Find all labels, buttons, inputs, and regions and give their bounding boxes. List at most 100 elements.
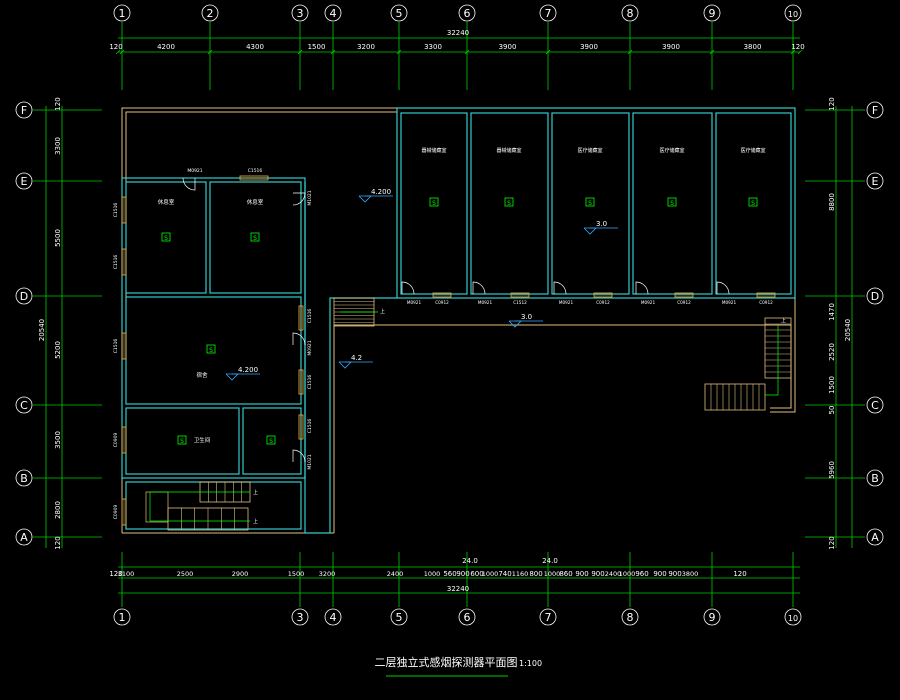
dim-top-total: 32240 [447, 29, 469, 37]
left-room-rest-1 [125, 181, 207, 294]
door-label-upper: C0912 [677, 300, 691, 305]
left-room-dorm [125, 296, 302, 405]
axis-bubble-top-6 [458, 4, 476, 22]
dim-bottom-upper: 24.0 [542, 557, 558, 565]
dim-bottom-segment: 3800 [682, 570, 699, 578]
dim-bottom-segment: 600 [470, 570, 483, 578]
dim-right-segment: 1500 [828, 376, 836, 394]
dim-right-segment: 2520 [828, 343, 836, 361]
dim-right-segment: 50 [828, 406, 836, 415]
dim-right-segment: 1470 [828, 303, 836, 321]
level-value: 4.2 [351, 354, 362, 362]
dim-top-segment: 4300 [246, 43, 264, 51]
room-label-left-4: 卫生间 [194, 436, 211, 444]
level-mark-icon [358, 195, 372, 203]
axis-label-bottom-5: 5 [396, 611, 403, 624]
dim-bottom-segment: 2900 [232, 570, 249, 578]
smoke-detector-mark: S [432, 200, 436, 207]
axis-bubble-top-3 [291, 4, 309, 22]
room-label-left-3: 宿舍 [196, 371, 208, 379]
room-label-upper-4: 医疗储藏室 [659, 147, 684, 154]
dim-bottom-segment: 900 [591, 570, 604, 578]
stair-landing [145, 491, 169, 523]
axis-bubble-right-F [866, 101, 884, 119]
axis-label-top-1: 1 [119, 7, 126, 20]
door-label-upper: M0921 [641, 300, 656, 305]
axis-label-top-3: 3 [297, 7, 304, 20]
smoke-detector-icon [206, 344, 216, 354]
stair-up-label: 上 [253, 489, 258, 496]
dim-top-segment: 3900 [499, 43, 517, 51]
axis-bubble-right-E [866, 172, 884, 190]
door-label-upper: C1512 [513, 300, 527, 305]
dim-right-segment: 5960 [828, 461, 836, 479]
dim-bottom-segment: 900 [456, 570, 469, 578]
door-swing-upper-2 [472, 281, 486, 295]
dim-tick [115, 49, 121, 55]
dim-bottom-upper: 24.0 [462, 557, 478, 565]
dim-bottom-segment: 120 [733, 570, 746, 578]
dim-top-segment: 3200 [357, 43, 375, 51]
axis-label-left-E: E [21, 175, 28, 188]
dim-bottom-segment: 1000 [619, 570, 636, 578]
drawing-title: 二层独立式感烟探测器平面图 [375, 655, 518, 669]
dim-bottom-segment: 960 [635, 570, 648, 578]
dim-right-segment: 120 [828, 536, 836, 549]
dim-tick [709, 49, 715, 55]
smoke-detector-icon [504, 197, 514, 207]
upper-room-2 [470, 112, 549, 295]
door-label-upper: C0912 [435, 300, 449, 305]
axis-bubble-top-1 [113, 4, 131, 22]
dim-tick [119, 49, 125, 55]
axis-label-right-F: F [872, 104, 878, 117]
dim-left-segment: 3300 [54, 137, 62, 155]
dim-right-segment: 120 [828, 97, 836, 110]
outer-wall-corridor [330, 297, 796, 413]
dim-tick [464, 49, 470, 55]
level-value: 4.200 [238, 366, 258, 374]
dim-top-segment: 1500 [308, 43, 326, 51]
upper-room-block [396, 107, 796, 299]
stair-up-label: 上 [380, 308, 385, 315]
dim-left-segment: 5200 [54, 341, 62, 359]
door-label-top: M0921 [187, 168, 202, 174]
dim-bottom-segment: 1160 [512, 570, 529, 578]
axis-label-right-E: E [872, 175, 879, 188]
door-label-left: C1516 [113, 203, 119, 218]
smoke-detector-icon [250, 232, 260, 242]
axis-bubble-left-E [15, 172, 33, 190]
room-label-upper-2: 器械储藏室 [496, 147, 521, 154]
dim-tick [545, 49, 551, 55]
dim-tick [790, 49, 796, 55]
axis-bubble-bottom-5 [390, 608, 408, 626]
dim-left-segment: 3500 [54, 431, 62, 449]
door-label-left: C0909 [113, 505, 119, 520]
axis-bubble-top-8 [621, 4, 639, 22]
axis-label-left-C: C [20, 399, 28, 412]
upper-room-1 [400, 112, 468, 295]
room-label-left-1: 休息室 [158, 198, 175, 206]
level-value: 3.0 [596, 220, 607, 228]
dim-top-segment: 3800 [744, 43, 762, 51]
dim-bottom-segment: 900 [668, 570, 681, 578]
dim-bottom-segment: 3100 [118, 570, 135, 578]
axis-label-bottom-8: 8 [627, 611, 634, 624]
axis-label-top-7: 7 [545, 7, 552, 20]
axis-bubble-top-4 [324, 4, 342, 22]
axis-bubble-bottom-7 [539, 608, 557, 626]
axis-bubble-top-10 [784, 4, 802, 22]
door-label-left: C1516 [113, 255, 119, 270]
axis-label-top-4: 4 [330, 7, 337, 20]
level-value: 4.200 [371, 188, 391, 196]
dim-bottom-segment: 120 [109, 570, 122, 578]
upper-room-3 [551, 112, 630, 295]
axis-label-bottom-6: 6 [464, 611, 471, 624]
smoke-detector-icon [161, 232, 171, 242]
smoke-detector-mark: S [588, 200, 592, 207]
dim-left-segment: 5500 [54, 229, 62, 247]
door-label-right: C1516 [307, 309, 313, 324]
axis-label-bottom-1: 1 [119, 611, 126, 624]
door-label-right: C1516 [307, 419, 313, 434]
